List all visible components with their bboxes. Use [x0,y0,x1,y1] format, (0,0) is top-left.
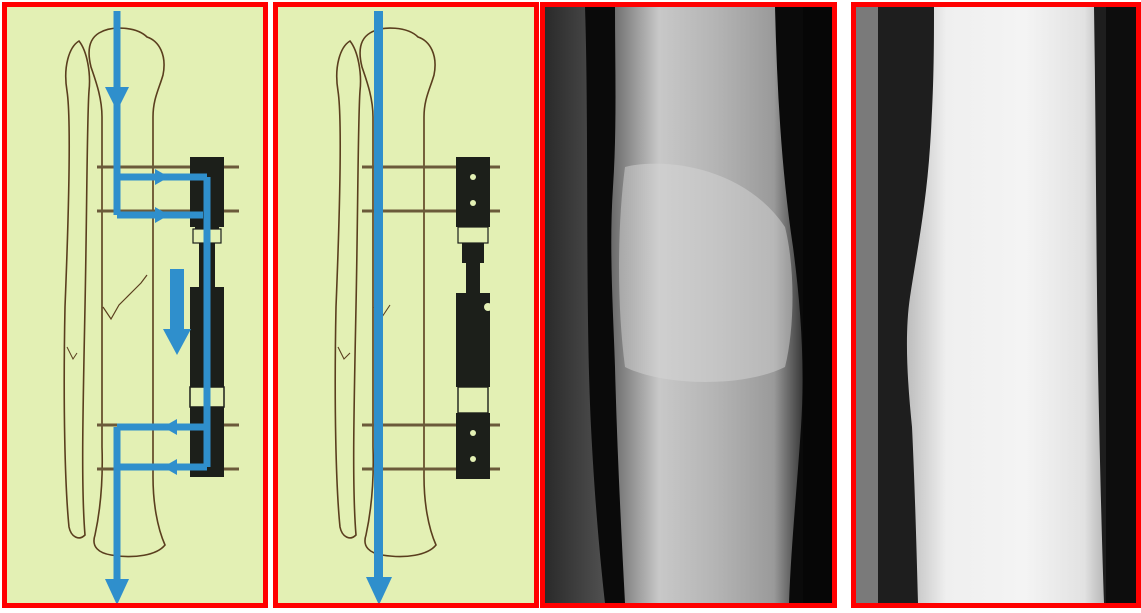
fixator-diagram-load-through-bone [273,2,539,608]
bone-shaft [907,7,1104,603]
arrow-head [163,419,177,435]
tibia-outline [89,28,165,556]
xray-remodelled-bone [851,2,1141,608]
fixator-clamp [458,387,488,413]
compression-arrow-head [163,329,191,355]
arrow-head [105,87,129,111]
xray-2-svg [856,7,1136,603]
xray-fracture-healing [540,2,837,608]
tibia-outline [360,28,436,556]
left-soft-tissue [856,7,878,603]
arrow-head [105,579,129,603]
fixator-diagram-1-svg [7,7,263,603]
fixator-diagram-load-shared [2,2,268,608]
load-arrow-head [366,577,392,603]
fracture-line [103,275,147,319]
arrow-head [155,169,169,185]
arrow-head [163,459,177,475]
right-soft-tissue [803,7,832,603]
fixator-diagram-2-svg [278,7,534,603]
compression-arrow-shaft [170,269,184,331]
fibula-outline [335,41,360,538]
fibula-outline [64,41,89,538]
fixator-clamp [458,227,488,243]
arrow-head [155,207,169,223]
fracture-crack [67,347,77,359]
xray-1-svg [545,7,832,603]
load-arrow-shaft [374,11,383,581]
right-soft-tissue [1106,7,1136,603]
